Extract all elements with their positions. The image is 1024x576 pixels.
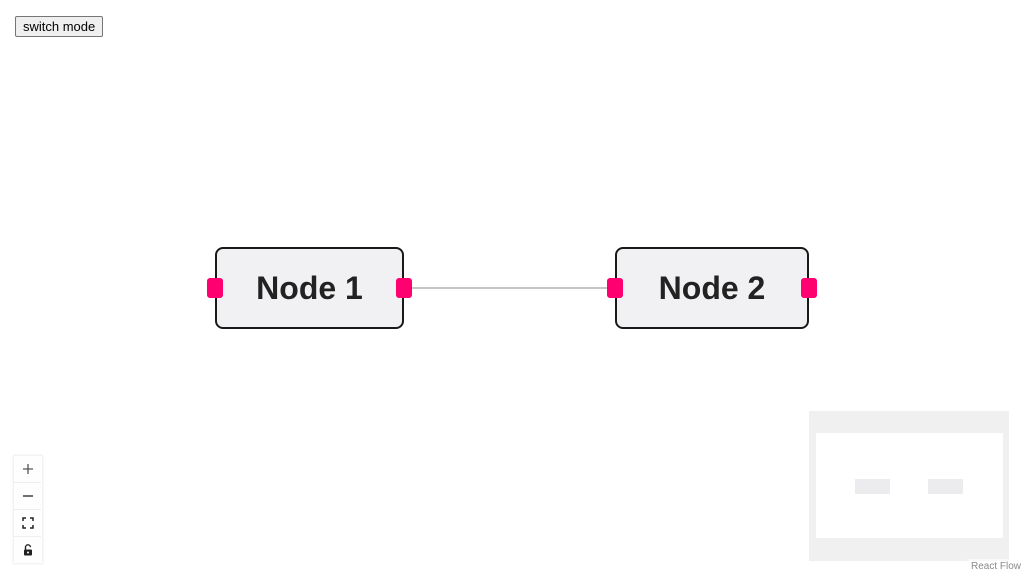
plus-icon [22,464,33,474]
minimap-viewport[interactable] [816,433,1003,538]
node-1-source-handle[interactable] [396,278,412,298]
node-1[interactable]: Node 1 [215,247,404,329]
react-flow-attribution[interactable]: React Flow [966,559,1021,574]
zoom-in-button[interactable] [14,456,41,483]
node-2-source-handle[interactable] [801,278,817,298]
node-2-target-handle[interactable] [607,278,623,298]
flow-controls [14,456,42,563]
switch-mode-button[interactable]: switch mode [15,16,104,37]
toggle-interactivity-button[interactable] [14,537,41,563]
minimap-node-1 [855,479,890,494]
fit-view-button[interactable] [14,510,41,537]
node-1-label: Node 1 [256,269,363,306]
fit-view-icon [21,517,34,529]
node-2-label: Node 2 [658,269,766,306]
minus-icon [22,495,33,497]
node-2[interactable]: Node 2 [615,247,809,329]
lock-icon [23,544,32,556]
node-1-target-handle[interactable] [207,278,223,298]
zoom-out-button[interactable] [14,483,41,510]
minimap[interactable] [809,411,1009,561]
minimap-node-2 [928,479,963,494]
